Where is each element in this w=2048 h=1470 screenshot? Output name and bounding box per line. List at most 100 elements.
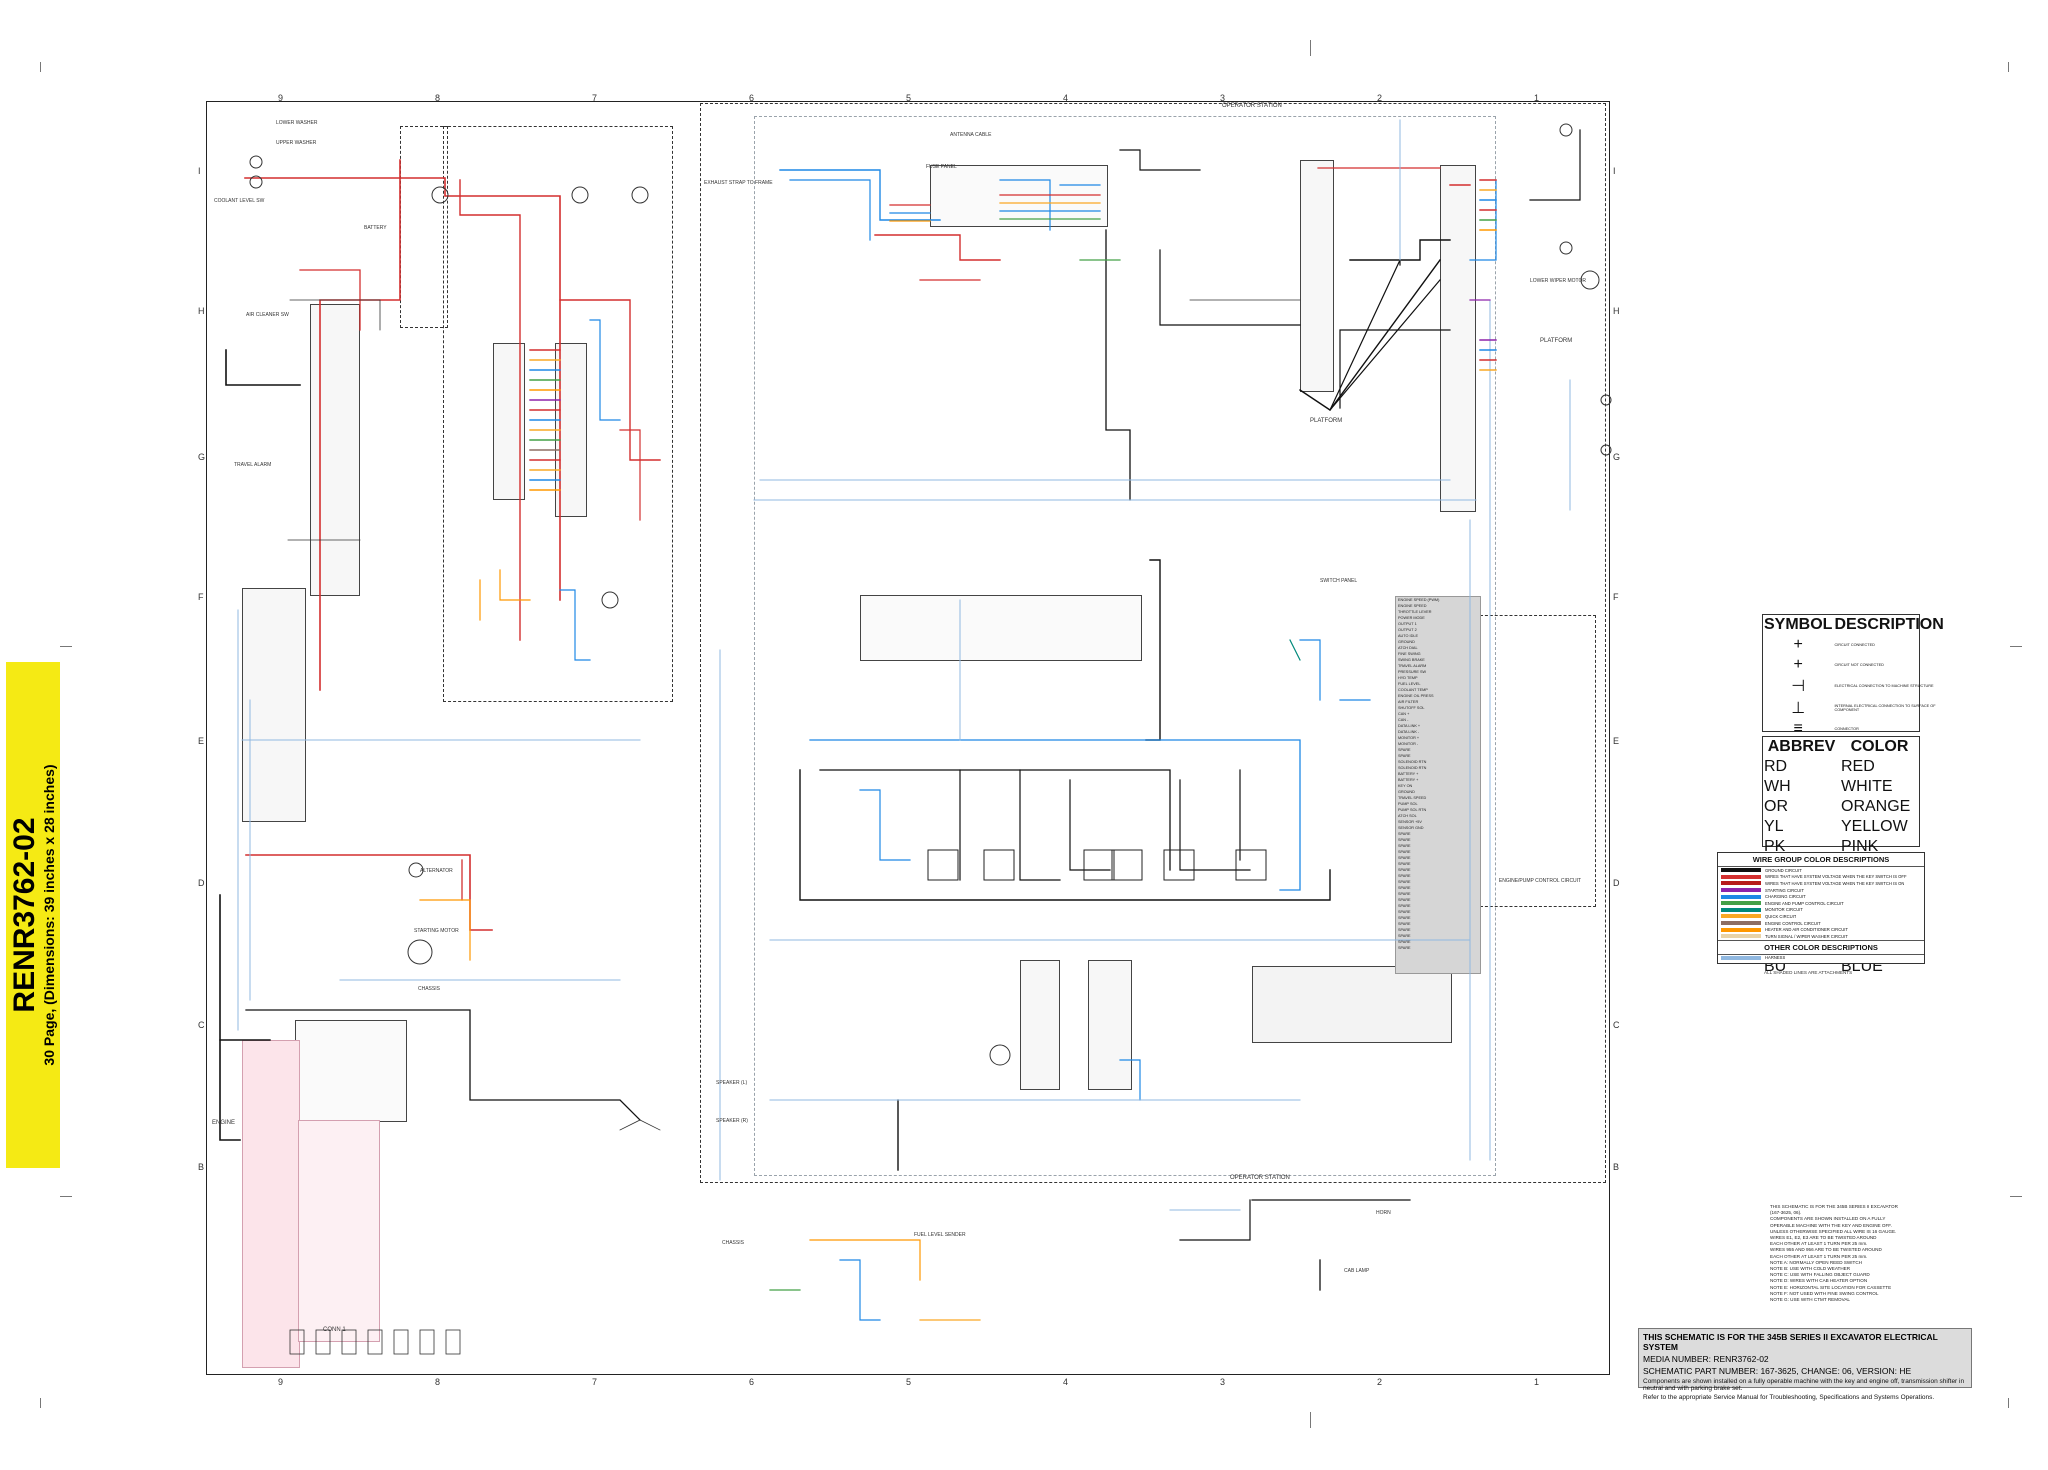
power-wire [244,177,561,601]
conn1-label: CONN 1 [323,1327,346,1333]
wire-color-swatch [1721,868,1761,873]
color-name-cell: YELLOW [1841,818,1908,835]
grid-row-right: H [1613,306,1620,316]
wire-group-row: WIRES THAT HAVE SYSTEM VOLTAGE WHEN THE … [1718,874,1924,881]
wire-group-legend: WIRE GROUP COLOR DESCRIPTIONS GROUND CIR… [1717,852,1925,964]
grid-col-top: 9 [278,93,284,103]
power-wire [299,269,361,331]
relay-coil [571,186,589,204]
wire-group-row: WIRES THAT HAVE SYSTEM VOLTAGE WHEN THE … [1718,880,1924,887]
fuel-level-label: FUEL LEVEL SENDER [914,1232,966,1238]
wire-group-description: WIRES THAT HAVE SYSTEM VOLTAGE WHEN THE … [1765,880,1905,886]
operator-station-label: OPERATOR STATION [1222,103,1282,109]
motor-symbol [989,1044,1011,1066]
grid-col-bottom: 7 [592,1377,598,1387]
wire-color-swatch [1721,934,1761,939]
travel-alarm-label: TRAVEL ALARM [234,462,272,468]
splice-cluster [287,299,1301,1131]
connector-block [1440,165,1476,512]
other-color-title: OTHER COLOR DESCRIPTIONS [1718,939,1924,955]
symbol-row: ⊥ INTERNAL ELECTRICAL CONNECTION TO SURFA… [1763,697,1945,719]
symbol-description-cell: CIRCUIT CONNECTED [1834,643,1875,647]
grid-col-top: 8 [435,93,441,103]
color-name-cell: WHITE [1841,778,1893,795]
signal-wire [1119,1059,1141,1101]
power-wire [559,299,661,461]
symbol-row: ⊣ELECTRICAL CONNECTION TO MACHINE STRUCT… [1763,675,1945,697]
signal-wire [789,179,871,241]
crop-mark [2008,62,2009,72]
wire-group-row: STARTING CIRCUIT [1718,887,1924,894]
symbol-cell: + [1793,656,1803,673]
fuse-row-wires [529,349,561,491]
horn-label: HORN [1376,1210,1391,1216]
wire-group-title: WIRE GROUP COLOR DESCRIPTIONS [1718,853,1924,867]
symbol-cell: ⊥ [1791,700,1806,717]
signal-wire [499,569,531,601]
cab-lamp-label: CAB LAMP [1344,1268,1370,1274]
ground-wire [1349,239,1451,261]
schematic-frame [206,101,1610,1375]
connector-row [289,1329,461,1355]
signal-wire [999,179,1051,231]
engine-label: ENGINE [212,1120,236,1126]
abbrev-cell: PK [1764,838,1786,855]
motor-symbol [1580,270,1600,290]
signal-wire [589,319,621,421]
grid-row-left: D [198,878,205,888]
grid-row-left: C [198,1020,205,1030]
crop-mark [1310,1412,1311,1428]
grid-col-top: 5 [906,93,912,103]
lamp-symbol [1600,444,1612,456]
platform-label: PLATFORM [1540,338,1573,344]
air-cleaner-label: AIR CLEANER SW [246,312,289,318]
grid-col-top: 6 [749,93,755,103]
crop-mark [2010,1196,2022,1197]
crop-mark [60,646,72,647]
speaker-r-label: SPEAKER (R) [716,1118,748,1124]
symbol-description-cell: CIRCUIT NOT CONNECTED [1834,663,1884,667]
coolant-level-label: COOLANT LEVEL SW [214,198,265,204]
power-wire [619,429,641,521]
antenna-label: ANTENNA CABLE [950,132,992,138]
wire-group-description: HEATER AND AIR CONDITIONER CIRCUIT [1765,927,1848,933]
operator-station-label: OPERATOR STATION [1230,1175,1290,1181]
connector-block [242,588,306,822]
signal-wire [419,899,471,961]
signal-wire [809,1239,921,1281]
other-color-rows: HARNESS [1718,955,1924,962]
ground-wire [1069,779,1111,871]
grid-col-bottom: 3 [1220,1377,1226,1387]
symbol-cell: + [1793,636,1803,653]
alternator-label: ALTERNATOR [420,868,453,874]
engine-sensor-area [298,1120,380,1342]
grid-col-top: 2 [1377,93,1383,103]
chassis-label: CHASSIS [418,986,440,992]
fuse-panel-label: FUSE PANEL [926,164,957,170]
connector-block [930,165,1108,227]
power-wire [459,179,521,641]
connector-block [860,595,1142,661]
symbol-description-cell: INTERNAL ELECTRICAL CONNECTION TO SURFAC… [1834,704,1936,712]
engine-pump-control-box-label: ENGINE/PUMP CONTROL CIRCUIT [1498,878,1582,884]
fuse-row-wires [1479,179,1497,371]
grid-row-right: B [1613,1162,1620,1172]
color-name-cell: RED [1841,758,1875,775]
chassis-label: CHASSIS [722,1240,744,1246]
grid-col-top: 7 [592,93,598,103]
alternator-symbol [408,862,424,878]
title-line-5: Refer to the appropriate Service Manual … [1643,1394,1935,1401]
wire-group-description: QUICK CIRCUIT [1765,913,1797,919]
wire-group-description: ENGINE CONTROL CIRCUIT [1765,920,1821,926]
relay-panel-boundary [443,126,673,702]
ground-wire [219,894,241,1141]
grid-col-bottom: 9 [278,1377,284,1387]
wire-color-swatch [1721,888,1761,893]
wire-group-description: ENGINE AND PUMP CONTROL CIRCUIT [1765,900,1844,906]
wire-color-swatch [1721,927,1761,932]
ground-wire [1105,229,1131,501]
ground-wire [819,769,1171,871]
